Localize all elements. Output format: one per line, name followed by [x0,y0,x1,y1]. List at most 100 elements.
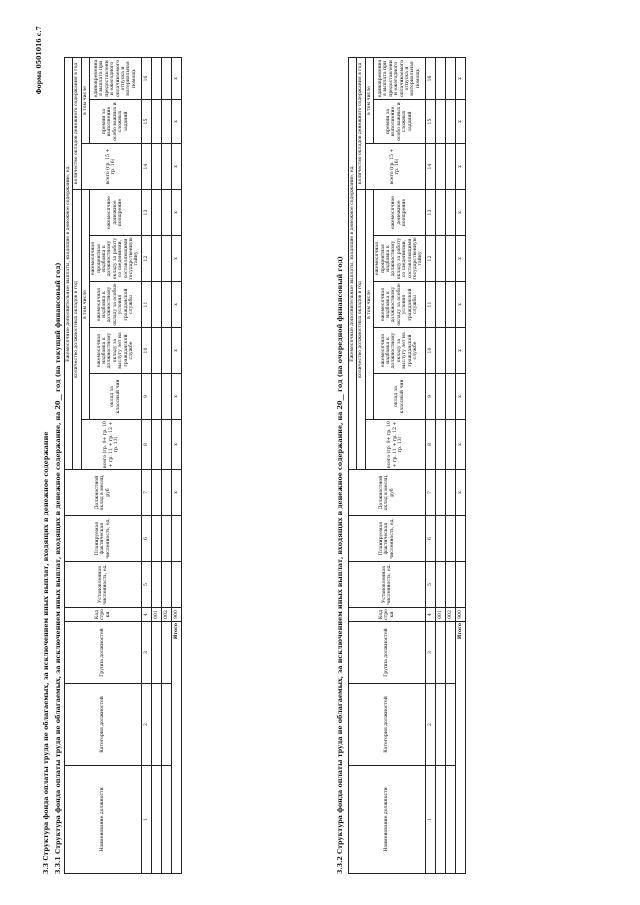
col-number: 8 [425,419,436,470]
hdr-total-1: всего (гр. 9+ гр. 10 + гр. 11 + гр. 12 +… [81,419,142,470]
hdr-name: Наименование должности [348,765,426,874]
col-number: 1 [141,765,152,874]
col-number: 15 [141,99,152,144]
hdr-seniority: ежемесячная надбавка к должностному окла… [373,327,426,374]
col-number: 13 [425,189,436,236]
hdr-bonus: ежемесячное денежное поощрение [373,189,426,236]
document-sheet: 3.3 Структура фонда оплаты труда не обла… [32,20,632,880]
hdr-total-money: всего (гр. 15 + гр. 16) [365,143,426,190]
x-mark: x [455,327,466,374]
hdr-class-rank: оклад за классный чин [373,373,426,420]
hdr-premium: премии за выполнение особо важных и слож… [373,99,426,144]
col-number: 12 [425,235,436,282]
line-code: 002 [161,607,172,622]
col-number: 14 [425,143,436,190]
x-mark: x [171,327,182,374]
x-mark: x [171,189,182,236]
col-number: 7 [425,469,436,516]
col-number: 6 [141,515,152,562]
hdr-planned: Планируемая фактическая численность, ед. [64,515,142,562]
col-number: 4 [425,607,436,622]
x-mark: x [455,281,466,328]
col-number: 10 [425,327,436,374]
x-mark: x [171,235,182,282]
col-number: 6 [425,515,436,562]
hdr-monthly-extra: Ежемесячные дополнительные выплаты, вход… [348,57,357,470]
hdr-count-salaries: количество должностных окладов в год [356,189,366,470]
hdr-count-salaries: количество должностных окладов в год [72,189,82,470]
line-code: 001 [151,607,162,622]
hdr-group: Группа должностей [64,621,142,684]
x-mark: x [455,99,466,144]
hdr-monthly-extra: Ежемесячные дополнительные выплаты, вход… [64,57,73,470]
line-code: 001 [435,607,446,622]
form-code: Форма 0501016 с.7 [36,26,43,95]
col-number: 13 [141,189,152,236]
hdr-planned: Планируемая фактическая численность, ед. [348,515,426,562]
hdr-category: Категория должностей [64,683,142,766]
col-number: 2 [141,683,152,766]
col-number: 15 [425,99,436,144]
total-label: Итого [455,621,466,874]
table-row: 002 [445,57,456,874]
col-number: 3 [141,621,152,684]
hdr-established: Установленная численность, ед. [64,561,142,608]
x-mark: x [455,469,466,516]
x-mark: x [171,373,182,420]
x-mark: x [171,143,182,190]
hdr-special-conditions: ежемесячная надбавка к должностному окла… [373,281,426,328]
hdr-group: Группа должностей [348,621,426,684]
col-number: 9 [425,373,436,420]
hdr-class-rank: оклад за классный чин [89,373,142,420]
x-mark: x [171,281,182,328]
x-mark: x [171,419,182,470]
col-number: 1 [425,765,436,874]
col-number: 2 [425,683,436,766]
table-2: Наименование должности Категория должнос… [348,57,466,874]
hdr-category: Категория должностей [348,683,426,766]
col-number: 11 [141,281,152,328]
section-caption: 3.3 Структура фонда оплаты труда не обла… [42,431,50,874]
hdr-total-2: всего (гр. 9+ гр. 10 + гр. 11 + гр. 12 +… [365,419,426,470]
line-code: 002 [445,607,456,622]
hdr-count-money: количество окладов денежного содержания … [72,57,82,190]
table-row: 001 [151,57,162,874]
hdr-salary: Должностной оклад в месяц, руб [64,469,142,516]
hdr-line-code: Код строки [64,607,142,622]
hdr-line-code: Код строки [348,607,426,622]
x-mark: x [455,189,466,236]
table-row: 001 [435,57,446,874]
hdr-lump-sum: единовременная выплата при предоставлени… [89,57,142,100]
hdr-incl2: в том числе [365,57,374,144]
hdr-incl: в том числе [81,189,90,420]
hdr-state-secret: ежемесячная процентная надбавка к должно… [373,235,426,282]
col-number: 14 [141,143,152,190]
hdr-state-secret: ежемесячная процентная надбавка к должно… [89,235,142,282]
col-number: 4 [141,607,152,622]
x-mark: x [455,373,466,420]
col-number: 8 [141,419,152,470]
hdr-incl: в том числе [365,189,374,420]
col-number: 9 [141,373,152,420]
col-number: 11 [425,281,436,328]
table1-caption: 3.3.1 Структура фонда оплаты труда не об… [54,262,62,874]
hdr-total-money: всего (гр. 15 + гр. 16) [81,143,142,190]
x-mark: x [171,57,182,100]
hdr-count-money: количество окладов денежного содержания … [356,57,366,190]
table-1: Наименование должности Категория должнос… [64,57,182,874]
x-mark: x [455,419,466,470]
col-number: 16 [425,57,436,100]
x-mark: x [171,99,182,144]
table-row: 002 [161,57,172,874]
total-row: Итого 900 x x x x x x x x x x [171,57,182,874]
x-mark: x [455,235,466,282]
x-mark: x [171,469,182,516]
hdr-special-conditions: ежемесячная надбавка к должностному окла… [89,281,142,328]
col-number: 16 [141,57,152,100]
hdr-established: Установленная численность, ед. [348,561,426,608]
total-code: 900 [455,607,466,622]
col-number: 5 [425,561,436,608]
total-code: 900 [171,607,182,622]
x-mark: x [455,143,466,190]
table2-caption: 3.3.2 Структура фонда оплаты труда не об… [336,256,344,874]
